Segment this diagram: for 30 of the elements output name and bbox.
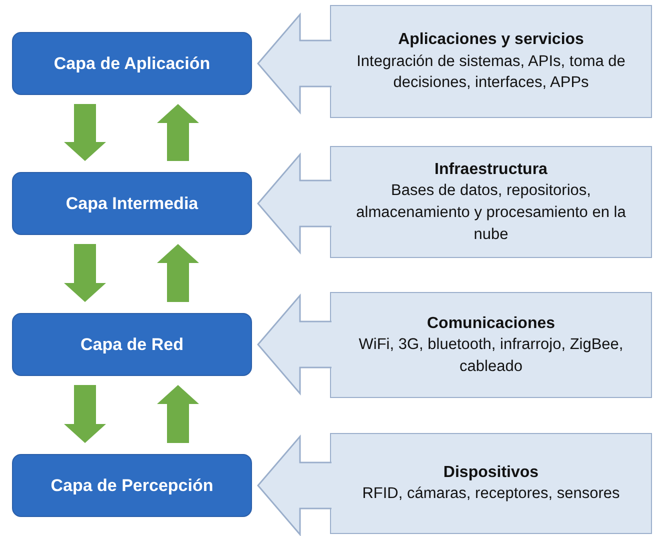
arrow <box>157 104 199 161</box>
layer-title: Capa de Red <box>80 334 184 354</box>
layer-box <box>12 32 252 95</box>
callout-text: RFID, cámaras, receptores, sensores <box>362 484 620 504</box>
layer-title: Capa Intermedia <box>66 194 198 214</box>
layer-box <box>12 172 252 235</box>
arrow <box>64 244 106 302</box>
callout-arrow <box>257 434 332 536</box>
callout-box <box>330 433 652 534</box>
arrow <box>157 244 199 302</box>
callout-text: WiFi, 3G, bluetooth, infrarrojo, ZigBee, cableado <box>358 335 624 377</box>
layer-box <box>12 454 252 517</box>
layer-title: Capa de Percepción <box>50 476 214 496</box>
arrow <box>64 104 106 161</box>
callout-text: Bases de datos, repositorios, almacenamiento y procesamiento en la nube <box>355 181 627 245</box>
callout-heading: Dispositivos <box>443 462 539 483</box>
callout-arrow <box>257 152 332 255</box>
callout-heading: Comunicaciones <box>426 314 556 334</box>
arrow <box>64 385 106 443</box>
layer-box <box>12 313 252 376</box>
callout-arrow <box>257 12 332 115</box>
callout-box <box>330 146 652 258</box>
callout-text: Integración de sistemas, APIs, toma de decisiones, interfaces, APPs <box>356 52 626 94</box>
callout-arrow <box>257 293 332 396</box>
arrow <box>157 385 199 443</box>
layer-title: Capa de Aplicación <box>54 54 210 74</box>
callout-heading: Aplicaciones y servicios <box>398 30 584 50</box>
callout-heading: Infraestructura <box>434 160 548 180</box>
callout-box <box>330 5 652 118</box>
callout-box <box>330 292 652 398</box>
